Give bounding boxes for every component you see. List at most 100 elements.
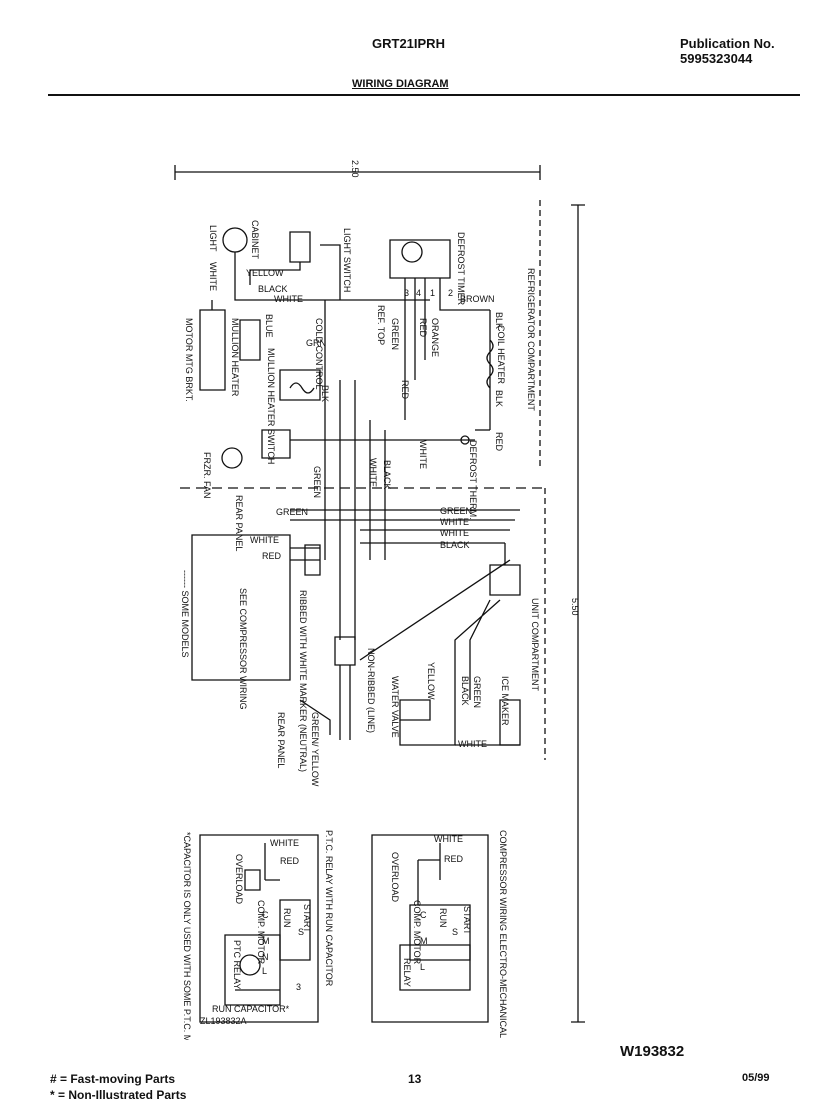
ptc-comp-motor: COMP. MOTOR <box>256 900 266 965</box>
timer-terminal-4: 4 <box>416 288 421 298</box>
wire-black-top: BLACK <box>258 284 288 294</box>
wire-brown: BROWN <box>460 294 495 304</box>
mullion-heater-label: MULLION HEATER <box>230 318 240 397</box>
wire-orange: ORANGE <box>430 318 440 357</box>
wire-green-mid: GREEN <box>312 466 322 498</box>
wire-white-therm: WHITE <box>418 440 428 469</box>
ptc-term-3: 3 <box>296 982 301 992</box>
wire-yellow: YELLOW <box>246 268 284 278</box>
ptc-start: START <box>302 904 312 933</box>
timer-terminal-3: 3 <box>404 288 409 298</box>
wire-white-light: WHITE <box>208 262 218 291</box>
electro-comp-motor: COMP. MOTOR <box>412 900 422 965</box>
electro-term-s: S <box>452 927 458 937</box>
wire-white-mid: WHITE <box>368 458 378 487</box>
wire-white-right-1: WHITE <box>440 517 469 527</box>
timer-terminal-2: 2 <box>448 288 453 298</box>
wire-yellow-valve: YELLOW <box>426 662 436 700</box>
wire-green-ice: GREEN <box>472 676 482 708</box>
ice-maker-label: ICE MAKER <box>500 676 510 726</box>
electro-term-m: M <box>420 936 428 946</box>
ptc-white: WHITE <box>270 838 299 848</box>
non-ribbed-line-label: NON-RIBBED (LINE) <box>366 648 376 733</box>
ptc-relay-label: PTC RELAY <box>232 940 242 989</box>
ptc-term-n: N <box>262 952 269 962</box>
revision-date: 05/99 <box>742 1072 770 1084</box>
ref-top-label: REF. TOP <box>376 305 386 345</box>
ptc-box-note: *CAPACITOR IS ONLY USED WITH SOME P.T.C.… <box>182 832 192 1040</box>
see-compressor-wiring-label: SEE COMPRESSOR WIRING <box>238 588 248 710</box>
ptc-ref-code: ZL193832A <box>200 1016 247 1026</box>
motor-mtg-brkt-label: MOTOR MTG BRKT. <box>184 318 194 402</box>
model-number: GRT21IPRH <box>372 36 445 51</box>
ptc-run-capacitor: RUN CAPACITOR* <box>212 1004 290 1014</box>
refrigerator-compartment-label: REFRIGERATOR COMPARTMENT <box>526 268 536 411</box>
green-yellow-label: GREEN/ YELLOW <box>310 712 320 787</box>
wire-green-1: GREEN <box>390 318 400 350</box>
wiring-diagram: 2.50 5.50 REFRIGERATOR COMPARTMENT UNIT … <box>174 160 585 1040</box>
wire-blue: BLUE <box>264 314 274 338</box>
page-number: 13 <box>408 1072 422 1086</box>
electro-start: START <box>462 906 472 935</box>
electro-white: WHITE <box>434 834 463 844</box>
wire-red-comp: RED <box>262 551 282 561</box>
defrost-therm-label: DEFROST THERM. <box>468 440 478 520</box>
ribbed-neutral-label: RIBBED WITH WHITE MARKER (NEUTRAL) <box>298 590 308 772</box>
header-rule <box>48 94 800 96</box>
frzr-fan-label: FRZR. FAN <box>202 452 212 499</box>
wire-black-right: BLACK <box>440 540 470 550</box>
ptc-term-s: S <box>298 927 304 937</box>
ptc-overload: OVERLOAD <box>234 854 244 905</box>
wire-red-2: RED <box>494 432 504 452</box>
dim-width-label: 2.50 <box>350 160 360 178</box>
dim-height-label: 5.50 <box>570 598 580 616</box>
cabinet-label: CABINET <box>250 220 260 260</box>
publication-label: Publication No. <box>680 36 775 51</box>
coil-heater-label: COIL HEATER <box>496 325 506 385</box>
ptc-box-title: P.T.C. RELAY WITH RUN CAPACITOR <box>324 830 334 987</box>
wire-red-1: RED <box>418 318 428 338</box>
cold-control-label: COLD CONTROL <box>314 318 324 390</box>
electro-relay: RELAY <box>402 958 412 987</box>
wire-blk-3: BLK <box>320 385 330 402</box>
mullion-heater-switch-label: MULLION HEATER SWITCH <box>266 348 276 464</box>
drawing-code: W193832 <box>620 1043 685 1060</box>
wire-red-3: RED <box>400 380 410 400</box>
unit-compartment-label: UNIT COMPARTMENT <box>530 598 540 692</box>
water-valve-label: WATER VALVE <box>390 676 400 738</box>
legend-non-illustrated: * = Non-Illustrated Parts <box>50 1088 187 1102</box>
wire-white-bottom: WHITE <box>458 739 487 749</box>
wire-white-comp: WHITE <box>250 535 279 545</box>
ptc-term-m: M <box>262 936 270 946</box>
wire-black-ice: BLACK <box>460 676 470 706</box>
electro-overload: OVERLOAD <box>390 852 400 903</box>
electro-box-title: COMPRESSOR WIRING ELECTRO-MECHANICAL REL… <box>498 830 508 1040</box>
light-label: LIGHT <box>208 225 218 252</box>
wire-blk-1: BLK <box>494 312 504 329</box>
publication-number: 5995323044 <box>680 51 753 66</box>
wire-white-right-2: WHITE <box>440 528 469 538</box>
light-switch-label: LIGHT SWITCH <box>342 228 352 292</box>
wire-white-top: WHITE <box>274 294 303 304</box>
wire-green-right: GREEN <box>440 506 472 516</box>
electro-term-c: C <box>420 910 427 920</box>
electro-run: RUN <box>438 908 448 928</box>
section-title: WIRING DIAGRAM <box>352 78 449 90</box>
legend-fast-moving: # = Fast-moving Parts <box>50 1072 176 1086</box>
defrost-timer-label: DEFROST TIMER <box>456 232 466 306</box>
electro-red: RED <box>444 854 464 864</box>
some-models-label: ------ SOME MODELS <box>180 570 190 658</box>
ptc-red: RED <box>280 856 300 866</box>
wire-blk-2: BLK <box>494 390 504 407</box>
wire-green-rear: GREEN <box>276 507 308 517</box>
rear-panel-label-2: REAR PANEL <box>276 712 286 768</box>
ptc-run: RUN <box>282 908 292 928</box>
ptc-term-l: L <box>262 966 267 976</box>
wire-grn: GRN <box>306 338 326 348</box>
electro-term-l: L <box>420 962 425 972</box>
rear-panel-label-1: REAR PANEL <box>234 495 244 551</box>
ptc-term-c: C <box>262 910 269 920</box>
timer-terminal-1: 1 <box>430 288 435 298</box>
wire-black-mid: BLACK <box>382 460 392 490</box>
publication-block: Publication No. 5995323044 <box>680 36 775 66</box>
